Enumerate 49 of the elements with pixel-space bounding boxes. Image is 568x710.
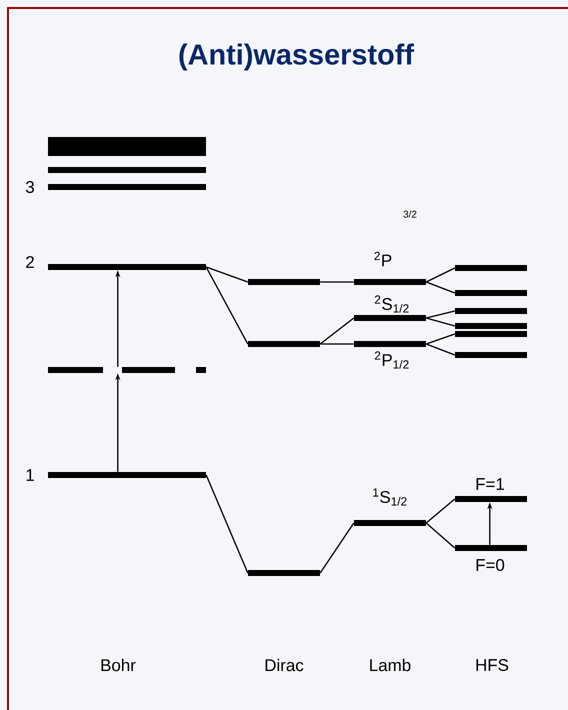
column-label: Bohr: [102, 658, 136, 672]
connector-line: [426, 522, 456, 548]
energy-level-bar: [248, 279, 320, 285]
connector-line: [206, 266, 248, 344]
level-label: 1: [26, 469, 34, 481]
level-label: F=1: [476, 478, 504, 490]
level-label: F=0: [476, 559, 504, 571]
connector-line: [426, 333, 455, 345]
subscript-label: 3/2: [403, 210, 416, 218]
energy-level-bar: [354, 315, 426, 321]
connector-line: [426, 281, 456, 294]
connector-line: [206, 474, 248, 574]
connector-line: [320, 522, 354, 574]
energy-level-bar: [455, 331, 527, 337]
level-label: $^{1}$S$_{1/2}$: [373, 488, 407, 506]
column-label: HFS: [476, 659, 508, 671]
energy-level-bar: [248, 341, 320, 347]
energy-level-bar: [455, 290, 527, 296]
level-label: $^{2}$P: [374, 252, 392, 266]
energy-level-bar: [48, 167, 206, 173]
title: (Anti)wasserstoff: [179, 44, 414, 70]
connector-line: [426, 317, 455, 327]
energy-level-bar: [455, 545, 527, 551]
connector-line: [320, 343, 354, 345]
energy-level-bar: [455, 352, 527, 358]
level-label: 2: [26, 256, 34, 268]
column-label: Dirac: [266, 658, 304, 672]
energy-level-bar: [455, 265, 527, 271]
energy-level-bar: [248, 570, 320, 576]
connector-line: [206, 266, 248, 283]
energy-level-bar: [48, 137, 206, 156]
connector-line: [320, 281, 354, 283]
dashed-level-line: [48, 367, 206, 373]
connector-line: [426, 310, 455, 319]
energy-level-bar: [455, 323, 527, 329]
energy-level-bar: [48, 184, 206, 190]
level-label: 3: [26, 181, 34, 193]
energy-level-bar: [354, 279, 426, 285]
energy-level-bar: [354, 520, 426, 526]
energy-level-bar: [354, 341, 426, 347]
connector-line: [426, 498, 456, 524]
connector-line: [320, 318, 354, 345]
energy-level-bar: [455, 308, 527, 314]
column-label: Lamb: [370, 658, 410, 672]
connector-line: [426, 343, 456, 356]
energy-level-bar: [48, 472, 206, 478]
level-label: $^{2}$P$_{1/2}$: [374, 351, 409, 369]
level-label: $^{2}$S$_{1/2}$: [374, 295, 409, 313]
connector-line: [426, 267, 456, 283]
